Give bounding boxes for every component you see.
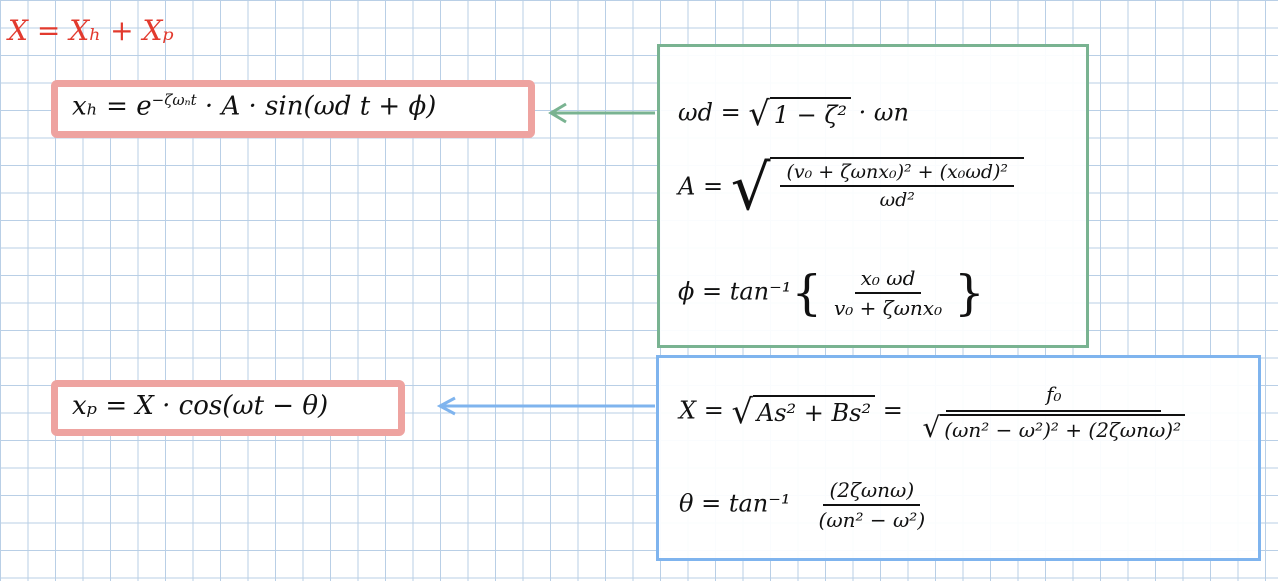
xh-exponent: −ζωₙt <box>151 91 197 109</box>
wd-sqrt: √1 − ζ² <box>748 97 851 131</box>
phi-denominator: v₀ + ζωnx₀ <box>833 296 943 320</box>
phase-theta-equation: θ = tan⁻¹ (2ζωnω)(ωn² − ω²) <box>679 478 937 532</box>
blue-arrow <box>436 396 655 416</box>
x-equals: = <box>875 396 911 425</box>
particular-params-box: X = √As² + Bs² = f₀√(ωn² − ω²)² + (2ζωnω… <box>656 355 1261 561</box>
theta-numerator: (2ζωnω) <box>823 478 921 506</box>
solution-title: X = Xₕ + Xₚ <box>8 14 174 47</box>
a-numerator: (v₀ + ζωnx₀)² + (x₀ωd)² <box>780 161 1015 187</box>
wd-tail: · ωn <box>850 98 909 127</box>
a-lhs: A = <box>678 172 731 201</box>
wd-lhs: ωd = <box>678 98 749 127</box>
theta-denominator: (ωn² − ω²) <box>818 508 926 532</box>
theta-lhs: θ = tan⁻¹ <box>679 489 791 518</box>
phi-numerator: x₀ ωd <box>854 266 922 294</box>
homogeneous-params-box: ωd = √1 − ζ² · ωn A = √(v₀ + ζωnx₀)² + (… <box>657 44 1089 348</box>
particular-solution-equation: xₚ = X · cos(ωt − θ) <box>72 391 329 421</box>
x-denominator-radicand: (ωn² − ω²)² + (2ζωnω)² <box>940 414 1186 442</box>
x-lhs: X = <box>679 396 732 425</box>
x-numerator: f₀ <box>946 382 1162 412</box>
particular-solution-box: xₚ = X · cos(ωt − θ) <box>51 380 405 436</box>
damped-frequency-equation: ωd = √1 − ζ² · ωn <box>678 97 909 131</box>
x-sqrt: √As² + Bs² <box>731 395 876 429</box>
green-arrow <box>548 102 655 124</box>
homogeneous-solution-equation: xₕ = e−ζωₙt · A · sin(ωd t + ϕ) <box>72 91 436 122</box>
xh-rest: · A · sin(ωd t + ϕ) <box>196 91 437 122</box>
wd-radicand: 1 − ζ² <box>769 97 851 131</box>
phi-lhs: ϕ = tan⁻¹ <box>678 277 792 306</box>
a-denominator: ωd² <box>879 189 915 211</box>
amplitude-x-equation: X = √As² + Bs² = f₀√(ωn² − ω²)² + (2ζωnω… <box>679 382 1197 442</box>
homogeneous-solution-box: xₕ = e−ζωₙt · A · sin(ωd t + ϕ) <box>51 80 535 138</box>
xh-lhs: xₕ = e <box>72 91 152 122</box>
x-radicand: As² + Bs² <box>752 395 876 429</box>
